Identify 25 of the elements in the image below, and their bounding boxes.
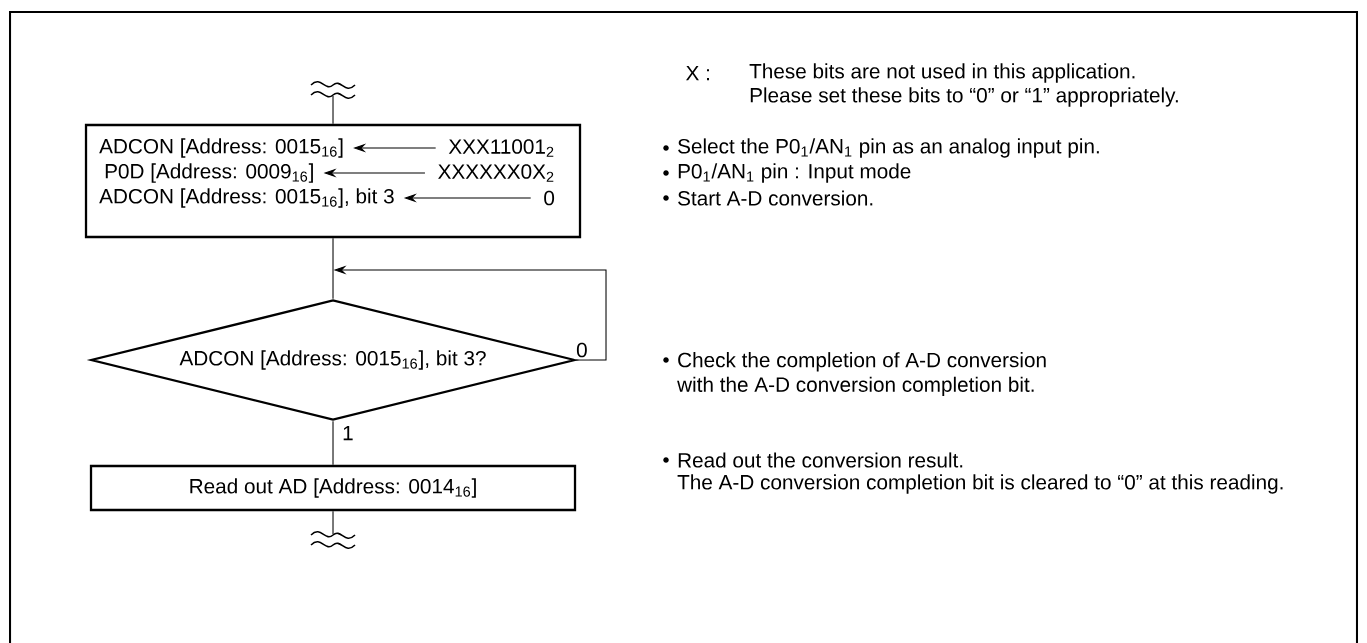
note-text: The A-D conversion completion bit is cleared to “0” at this reading.: [677, 474, 1283, 494]
register-text: ADCON [Address: 0015$_{16}$], bit 3: [99, 188, 394, 208]
connector-line: [332, 420, 334, 466]
value-text: 0: [544, 190, 555, 206]
note-text: Read out the conversion result.: [678, 452, 963, 468]
register-text: ADCON [Address: 0015$_{16}$]: [99, 138, 343, 158]
edge-label: 0: [574, 340, 590, 360]
note-text: X :: [686, 65, 709, 81]
note-text: Select the P0$_{1}$/AN$_{1}$ pin as an analog input pin.: [678, 138, 1099, 158]
break-symbol: [310, 80, 356, 100]
connector-line: [332, 237, 334, 300]
connector-line: [332, 95, 334, 125]
value-text: XXX11001$_{2}$: [448, 139, 554, 157]
process-box: Read out AD [Address: 0014$_{16}$]: [89, 464, 577, 512]
connector-line: [332, 510, 334, 535]
edge-label: 1: [340, 424, 356, 442]
value-text: XXXXXX0X$_{2}$: [438, 164, 554, 182]
break-symbol: [310, 531, 356, 550]
note-text: Check the completion of A-D conversion with the A-D conversion completion bit.: [677, 352, 1046, 397]
register-text: P0D [Address: 0009$_{16}$]: [105, 163, 313, 183]
note-text: Please set these bits to “0” or “1” appropriately.: [750, 87, 1178, 107]
note-text: Start A-D conversion.: [678, 190, 873, 206]
process-box: [84, 123, 582, 239]
note-text: These bits are not used in this application.: [749, 63, 1135, 83]
note-text: P0$_{1}$/AN$_{1}$ pin : Input mode: [678, 163, 911, 183]
